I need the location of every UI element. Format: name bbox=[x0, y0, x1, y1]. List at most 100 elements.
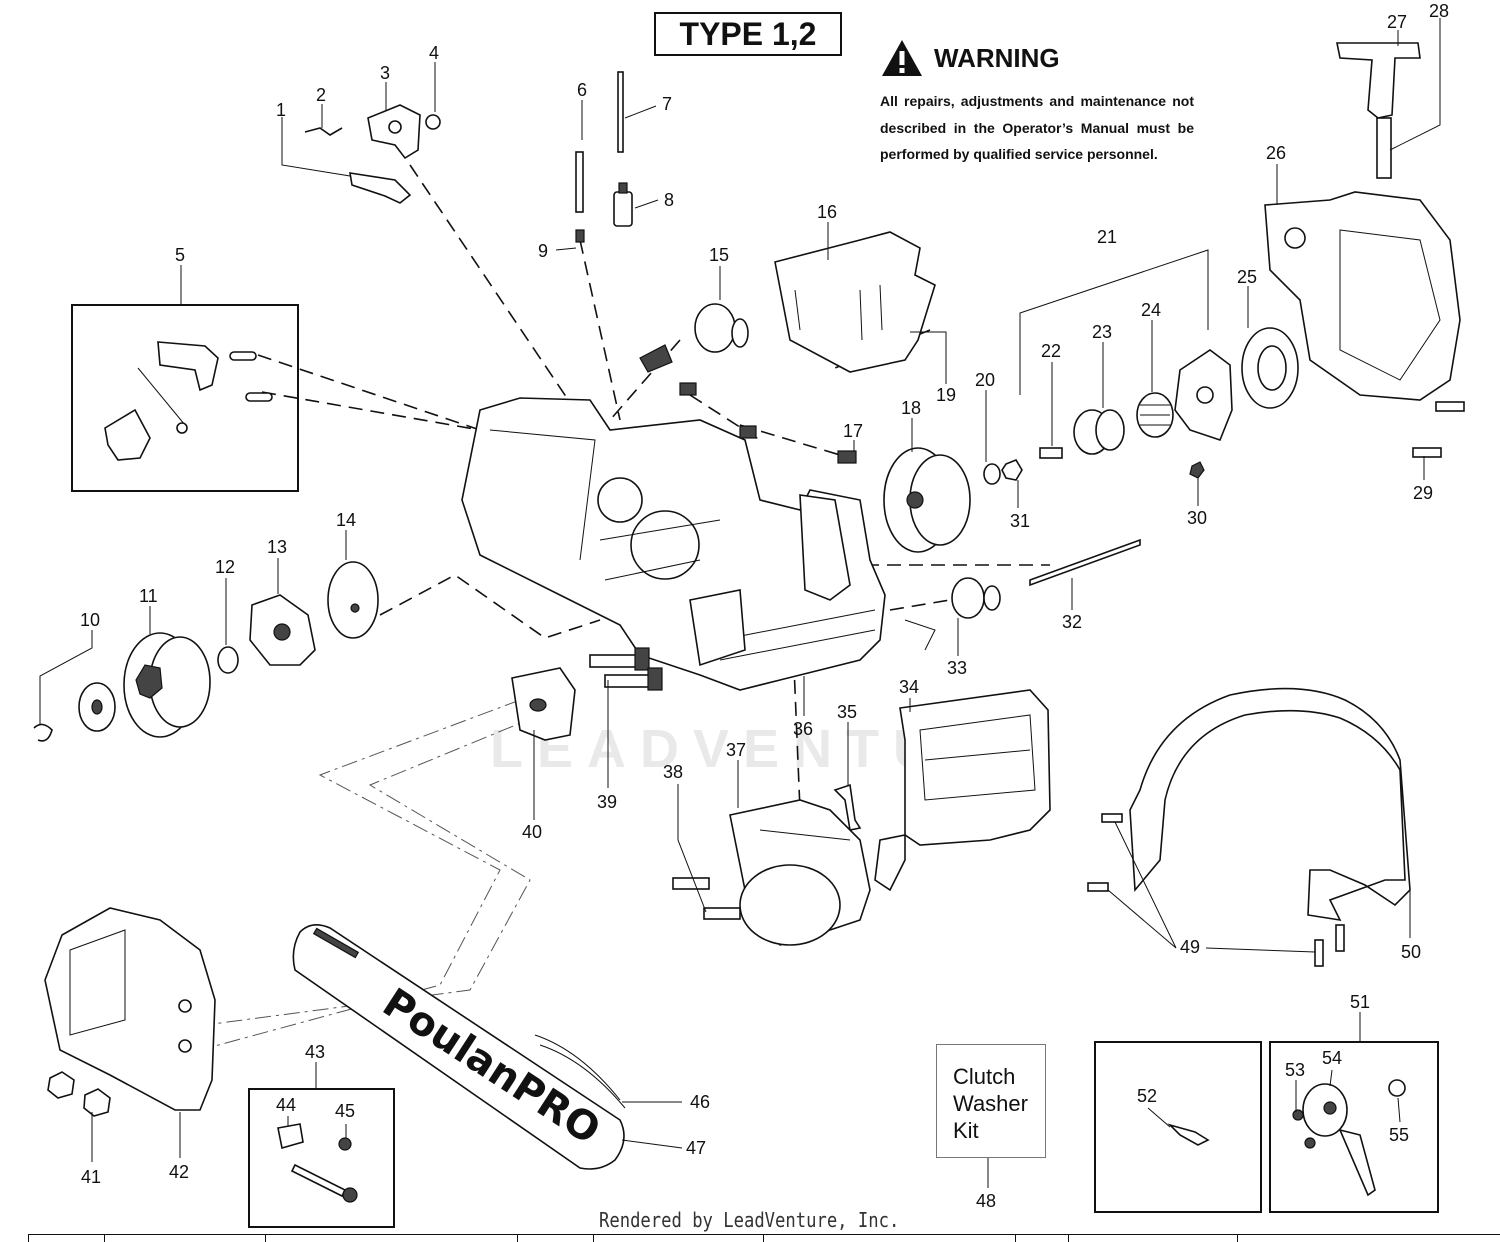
part-11-drum bbox=[123, 632, 211, 738]
warning-text: All repairs, adjustments and maintenance… bbox=[880, 93, 1194, 162]
part-47-chain bbox=[534, 1034, 626, 1109]
part-22-bolt bbox=[1039, 447, 1063, 459]
table-divider bbox=[1068, 1234, 1069, 1242]
callout-1: 1 bbox=[276, 100, 286, 120]
callout-50: 50 bbox=[1401, 942, 1421, 962]
callout-43: 43 bbox=[305, 1042, 325, 1062]
callout-14: 14 bbox=[336, 510, 356, 530]
callout-31: 31 bbox=[1010, 511, 1030, 531]
part-40-plate bbox=[511, 667, 576, 741]
callout-49: 49 bbox=[1180, 937, 1200, 957]
table-divider bbox=[593, 1234, 594, 1242]
callout-9: 9 bbox=[538, 241, 548, 261]
part-20-washer bbox=[983, 463, 1001, 485]
callout-17: 17 bbox=[843, 421, 863, 441]
callout-26: 26 bbox=[1266, 143, 1286, 163]
part-41-nuts bbox=[47, 1071, 111, 1117]
callout-34: 34 bbox=[899, 677, 919, 697]
callout-44: 44 bbox=[276, 1095, 296, 1115]
group-box-43 bbox=[248, 1088, 395, 1228]
part-50-handle bbox=[1129, 687, 1411, 922]
bar-brand-text: PoulanPRO bbox=[375, 980, 609, 1154]
part-9-screw bbox=[575, 229, 585, 243]
callout-15: 15 bbox=[709, 245, 729, 265]
part-35-spring bbox=[833, 783, 862, 831]
part-1-lever bbox=[349, 172, 412, 204]
part-54-oil-pump bbox=[1292, 1083, 1376, 1197]
callout-46: 46 bbox=[690, 1092, 710, 1112]
warning-icon bbox=[882, 40, 922, 76]
callout-35: 35 bbox=[837, 702, 857, 722]
part-29-screws bbox=[1412, 401, 1465, 458]
part-46-bar bbox=[292, 924, 625, 1170]
callout-18: 18 bbox=[901, 398, 921, 418]
part-33-oil-cap bbox=[904, 577, 1001, 651]
callout-42: 42 bbox=[169, 1162, 189, 1182]
table-divider bbox=[28, 1234, 29, 1242]
part-7-rod bbox=[617, 71, 624, 153]
callout-47: 47 bbox=[686, 1138, 706, 1158]
callout-12: 12 bbox=[215, 557, 235, 577]
callout-11: 11 bbox=[139, 586, 158, 606]
part-washer-10 bbox=[78, 682, 116, 732]
callout-21: 21 bbox=[1097, 227, 1117, 247]
clutch-washer-kit-box: Clutch Washer Kit bbox=[936, 1044, 1046, 1158]
callout-38: 38 bbox=[663, 762, 683, 782]
callout-32: 32 bbox=[1062, 612, 1082, 632]
callout-27: 27 bbox=[1387, 12, 1407, 32]
callout-51: 51 bbox=[1350, 992, 1370, 1012]
part-42-sprocket-cover bbox=[44, 907, 216, 1111]
callout-22: 22 bbox=[1041, 341, 1061, 361]
part-30-screw bbox=[1189, 461, 1205, 479]
callout-5: 5 bbox=[175, 245, 185, 265]
part-21-starter-pawl bbox=[1174, 349, 1233, 441]
part-8-plug bbox=[613, 182, 633, 227]
table-divider bbox=[104, 1234, 105, 1242]
group-box-5 bbox=[71, 304, 299, 492]
part-12-washer bbox=[217, 646, 239, 674]
callout-labels: 1 2 3 4 5 6 7 8 9 10 11 12 13 14 15 16 1… bbox=[80, 1, 1449, 1211]
part-49-screws bbox=[1087, 813, 1345, 967]
part-2-spring bbox=[304, 127, 343, 136]
callout-29: 29 bbox=[1413, 483, 1433, 503]
part-52-fitting bbox=[1167, 1123, 1210, 1146]
part-24-spring bbox=[1136, 392, 1174, 438]
callout-54: 54 bbox=[1322, 1048, 1342, 1068]
callout-37: 37 bbox=[726, 740, 746, 760]
callout-6: 6 bbox=[577, 80, 587, 100]
callout-4: 4 bbox=[429, 43, 439, 63]
callout-23: 23 bbox=[1092, 322, 1112, 342]
table-border bbox=[28, 1234, 1500, 1235]
group-box-52 bbox=[1094, 1041, 1262, 1213]
part-14-plate bbox=[327, 561, 379, 639]
table-divider bbox=[1237, 1234, 1238, 1242]
callout-28: 28 bbox=[1429, 1, 1449, 21]
callout-16: 16 bbox=[817, 202, 837, 222]
callout-10: 10 bbox=[80, 610, 100, 630]
part-17-clips bbox=[679, 382, 857, 464]
part-5-brake-parts bbox=[104, 341, 273, 461]
callout-30: 30 bbox=[1187, 508, 1207, 528]
part-36-engine-housing bbox=[461, 397, 886, 691]
part-4-washer bbox=[425, 114, 441, 130]
warning-title: WARNING bbox=[934, 42, 1060, 73]
part-13-clutch bbox=[249, 594, 316, 666]
part-31-nut bbox=[1001, 459, 1023, 481]
part-18-flywheel bbox=[883, 447, 971, 553]
callout-3: 3 bbox=[380, 63, 390, 83]
part-55-gear bbox=[1388, 1079, 1406, 1097]
table-divider bbox=[1015, 1234, 1016, 1242]
part-32-rod bbox=[1029, 538, 1141, 587]
part-23-pulley bbox=[1073, 409, 1125, 455]
part-38-bolts bbox=[672, 877, 741, 920]
part-3-bracket bbox=[367, 104, 421, 160]
part-10-retainer bbox=[33, 723, 53, 742]
callout-33: 33 bbox=[947, 658, 967, 678]
callout-19: 19 bbox=[936, 385, 956, 405]
part-44-45-adjuster bbox=[277, 1123, 358, 1203]
part-15-fuel-cap bbox=[639, 303, 749, 373]
table-divider bbox=[763, 1234, 764, 1242]
leader-lines bbox=[39, 18, 1441, 1188]
table-divider bbox=[517, 1234, 518, 1242]
